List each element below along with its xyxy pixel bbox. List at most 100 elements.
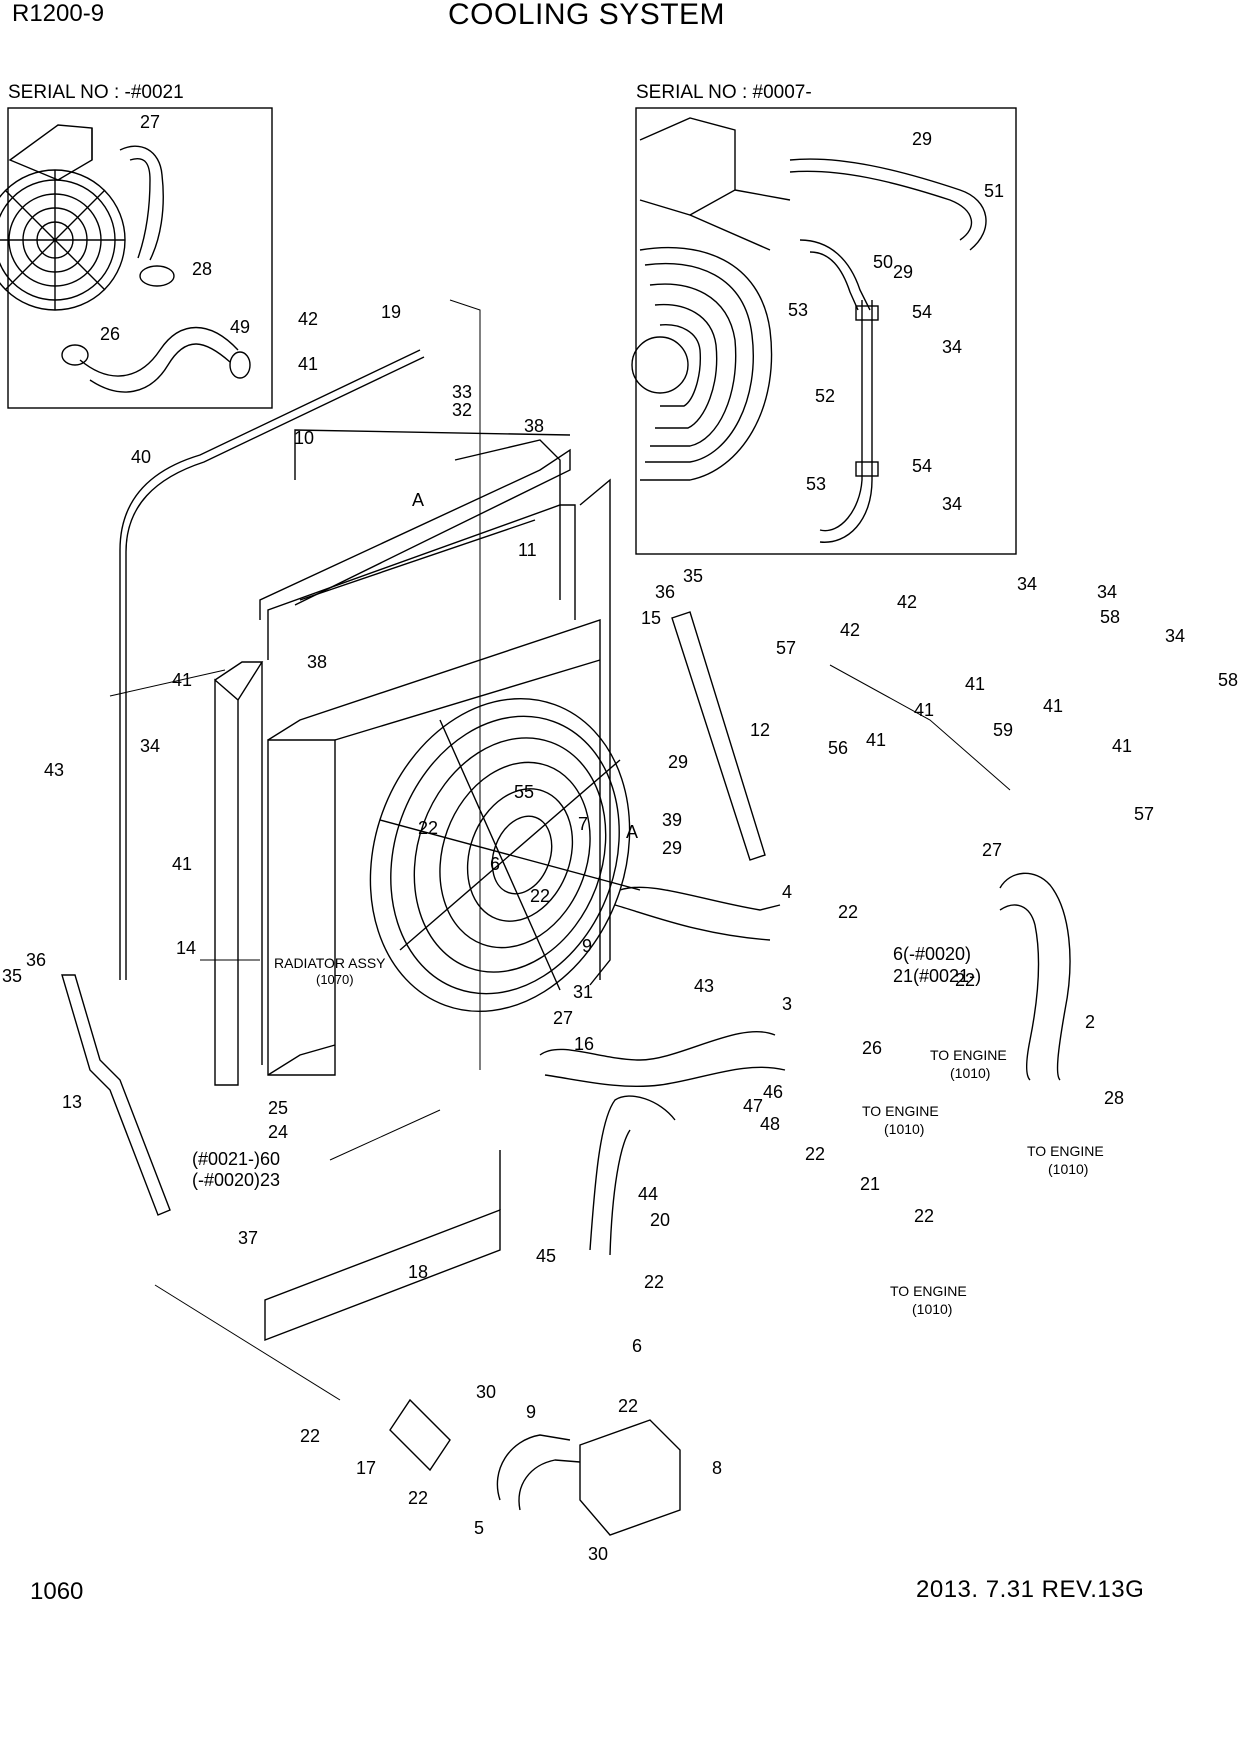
engine-ref-1: (1010) [950,1065,990,1081]
note-6-serial: 6(-#0020) [893,944,971,964]
callout-41-f: 41 [866,730,886,750]
callout-46: 46 [763,1082,783,1102]
callout-35-b: 35 [2,966,22,986]
bracket-8 [579,1419,681,1536]
callout-18: 18 [408,1262,428,1282]
callout-13: 13 [62,1092,82,1112]
callout-41-e: 41 [1043,696,1063,716]
left-inset-frame [7,107,273,409]
callout-41-d: 41 [965,674,985,694]
callout-3: 3 [782,994,792,1014]
page-title: COOLING SYSTEM [448,0,726,31]
callout-22-c: 22 [838,902,858,922]
callout-28-b: 28 [1104,1088,1124,1108]
callout-6-a: 6 [490,854,500,874]
to-engine-2: TO ENGINE [862,1103,939,1119]
pipe-20 [589,1095,676,1256]
callout-22-f: 22 [914,1206,934,1226]
to-engine-3: TO ENGINE [1027,1143,1104,1159]
callout-21: 21 [860,1174,880,1194]
right-inset-serial: SERIAL NO : #0007- [636,82,812,103]
note-60-serial: (#0021-)60 [192,1149,280,1169]
left-inset-serial: SERIAL NO : -#0021 [8,82,184,103]
hose-3 [539,1030,786,1088]
callout-34-d: 34 [1097,582,1117,602]
callout-50: 50 [873,252,893,272]
fan-guard [369,697,641,1013]
radiator-ref-label: (1070) [316,972,354,987]
left-inset-fan-shroud [0,124,126,311]
leader-lines [109,299,1011,1401]
engine-ref-2: (1010) [884,1121,924,1137]
hose-17 [389,1398,451,1472]
callout-5: 5 [474,1518,484,1538]
callout-53-a: 53 [788,300,808,320]
callout-41-h: 41 [172,854,192,874]
callout-24: 24 [268,1122,288,1142]
callout-25: 25 [268,1098,288,1118]
callout-39: 39 [662,810,682,830]
engine-ref-4: (1010) [912,1301,952,1317]
callout-29-d: 29 [662,838,682,858]
callout-54-a: 54 [912,302,932,322]
callout-29-b: 29 [893,262,913,282]
callout-19: 19 [381,302,401,322]
callout-30-b: 30 [588,1544,608,1564]
hose-4 [614,886,781,941]
callout-27-a: 27 [140,112,160,132]
callout-48: 48 [760,1114,780,1134]
callout-41-g: 41 [1112,736,1132,756]
callout-26-a: 26 [100,324,120,344]
radiator-frame [214,439,611,1086]
callout-40: 40 [131,447,151,467]
left-inset-upper-hose [119,145,175,287]
callout-49: 49 [230,317,250,337]
callout-42-c: 42 [840,620,860,640]
callout-17: 17 [356,1458,376,1478]
callout-38-a: 38 [524,416,544,436]
callout-22-e: 22 [805,1144,825,1164]
callout-28-a: 28 [192,259,212,279]
callout-16: 16 [574,1034,594,1054]
callout-26-b: 26 [862,1038,882,1058]
callout-9-b: 9 [526,1402,536,1422]
callout-22-g: 22 [644,1272,664,1292]
note-21-serial: 21(#0021-) [893,966,981,986]
diagram-notes: RADIATOR ASSY (1070) 6(-#0020) 21(#0021-… [192,944,1104,1317]
callout-52: 52 [815,386,835,406]
callout-41-a: 41 [298,354,318,374]
callout-20: 20 [650,1210,670,1230]
callout-44: 44 [638,1184,658,1204]
right-inset-frame [635,107,1017,555]
callout-7: 7 [578,814,588,834]
callout-57-a: 57 [776,638,796,658]
bracket-18 [264,1150,501,1342]
callout-31: 31 [573,982,593,1002]
callout-33: 33 [452,382,472,402]
callout-56: 56 [828,738,848,758]
callout-41-c: 41 [914,700,934,720]
note-23-serial: (-#0020)23 [192,1170,280,1190]
callout-57-b: 57 [1134,804,1154,824]
callout-43-a: 43 [44,760,64,780]
callout-11: 11 [518,540,537,560]
callout-55: 55 [514,782,534,802]
callout-51: 51 [984,181,1004,201]
callout-a-2: A [626,822,638,842]
callout-32: 32 [452,400,472,420]
page-number: 1060 [30,1578,84,1605]
callout-22-h: 22 [618,1396,638,1416]
callout-22-b: 22 [530,886,550,906]
callout-14: 14 [176,938,196,958]
callout-22-d: 22 [955,970,975,990]
callout-36-a: 36 [655,582,675,602]
callout-34-a: 34 [942,337,962,357]
callout-34-b: 34 [942,494,962,514]
callout-36-b: 36 [26,950,46,970]
callout-59: 59 [993,720,1013,740]
tube-40 [119,349,425,980]
callout-37: 37 [238,1228,258,1248]
callout-labels: 27 28 26 49 29 51 50 29 53 54 34 52 54 5… [2,112,1238,1564]
